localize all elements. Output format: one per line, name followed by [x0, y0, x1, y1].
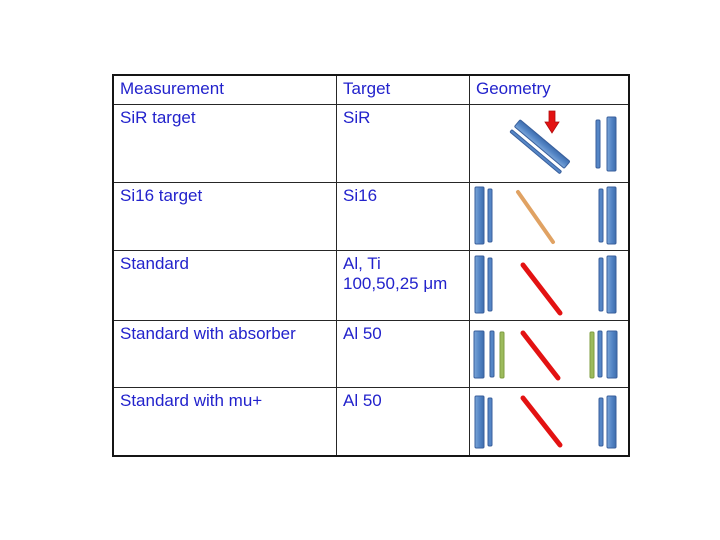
target-cell: Al 50 [337, 388, 470, 455]
column-header-geometry: Geometry [470, 76, 628, 105]
geometry-cell [470, 251, 628, 321]
geometry-cell [470, 183, 628, 251]
measurement-cell: Si16 target [114, 183, 337, 251]
geometry-diagram [509, 110, 617, 174]
detector-bar [474, 255, 485, 314]
absorber-bar [499, 331, 505, 379]
detector-bar [487, 397, 493, 447]
detector-bar [597, 330, 603, 378]
detector-bar [474, 186, 485, 245]
detector-bar [598, 397, 604, 447]
target-foil [520, 330, 561, 381]
detector-bar [473, 330, 485, 379]
detector-bar [598, 257, 604, 312]
detector-bar [489, 330, 495, 378]
target-cell: Al 50 [337, 321, 470, 388]
detector-bar [606, 255, 617, 314]
target-cell: Si16 [337, 183, 470, 251]
geometry-diagram [474, 255, 617, 316]
target-cell: Al, Ti 100,50,25 μm [337, 251, 470, 321]
geometry-diagram [473, 330, 618, 381]
tilted-target [509, 119, 570, 174]
beam-arrow [544, 110, 560, 134]
measurement-cell: SiR target [114, 105, 337, 183]
absorber-bar [589, 331, 595, 379]
target-cell: SiR [337, 105, 470, 183]
column-header-target: Target [337, 76, 470, 105]
detector-bar [606, 116, 617, 172]
detector-bar [606, 330, 618, 379]
target-foil [520, 395, 563, 448]
geometry-cell [470, 321, 628, 388]
geometry-cell [470, 388, 628, 455]
measurement-cell: Standard with absorber [114, 321, 337, 388]
measurement-table: Measurement Target Geometry SiR target S… [112, 74, 630, 457]
measurement-cell: Standard with mu+ [114, 388, 337, 455]
measurement-cell: Standard [114, 251, 337, 321]
target-foil [520, 262, 563, 316]
geometry-diagram [474, 186, 617, 245]
detector-bar [606, 395, 617, 449]
geometry-cell [470, 105, 628, 183]
detector-bar [487, 188, 493, 243]
geometry-diagram [474, 395, 617, 449]
detector-bar [474, 395, 485, 449]
detector-bar [487, 257, 493, 312]
target-foil [516, 190, 555, 244]
detector-bar [598, 188, 604, 243]
column-header-measurement: Measurement [114, 76, 337, 105]
detector-bar [595, 119, 601, 169]
detector-bar [606, 186, 617, 245]
